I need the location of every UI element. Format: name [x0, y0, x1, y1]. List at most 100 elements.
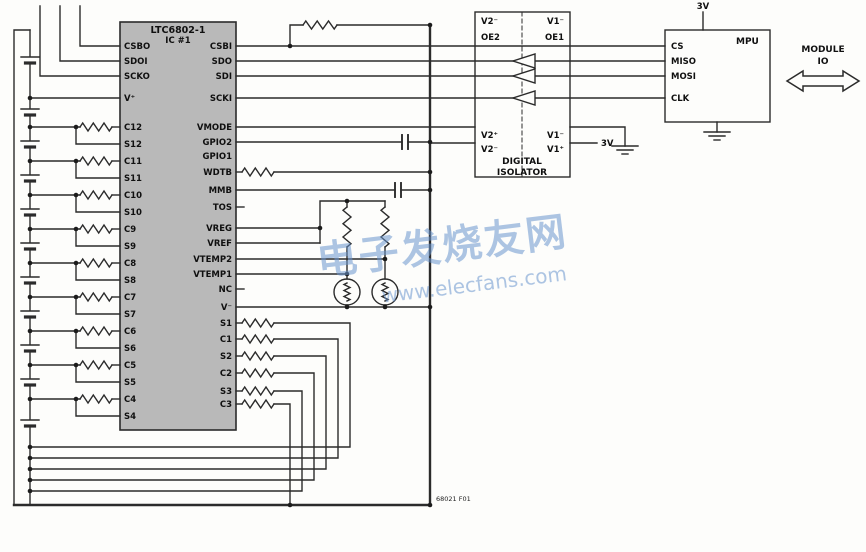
- isolator-pin-v2-minus-top: V2⁻: [481, 17, 498, 27]
- ic-pin-c8: C8: [124, 259, 136, 269]
- ic-pin-c10: C10: [124, 191, 142, 201]
- module-io-arrow-icon: [785, 69, 861, 93]
- ic-subtitle: IC #1: [165, 36, 190, 46]
- isolator-pin-oe2: OE2: [481, 33, 500, 43]
- ic-pin-v: V⁻: [221, 303, 232, 313]
- junction-dot: [344, 271, 350, 277]
- ic-pin-gpio1: GPIO1: [202, 152, 232, 162]
- junction-dot: [27, 158, 33, 164]
- junction-dot: [427, 139, 433, 145]
- module-io-label-line1: MODULE: [801, 45, 844, 55]
- ic-pin-gpio2: GPIO2: [202, 138, 232, 148]
- junction-dot: [317, 225, 323, 231]
- junction-dot: [27, 124, 33, 130]
- junction-dot: [27, 455, 33, 461]
- resistor: [79, 325, 113, 337]
- isolator-pin-v2-minus-bot: V2⁻: [481, 145, 498, 155]
- junction-dot: [73, 260, 79, 266]
- junction-dot: [27, 362, 33, 368]
- ic-pin-s9: S9: [124, 242, 136, 252]
- mpu-pin-mosi: MOSI: [671, 72, 696, 82]
- wire: [289, 24, 304, 47]
- isolator-pin-v1-plus: V1⁺: [547, 145, 564, 155]
- resistor: [79, 257, 113, 269]
- isolator-pin-oe1: OE1: [545, 33, 564, 43]
- junction-dot: [427, 187, 433, 193]
- resistor: [379, 206, 391, 248]
- junction-dot: [73, 124, 79, 130]
- module-io-label-line2: IO: [818, 57, 829, 67]
- resistor: [302, 19, 338, 31]
- ic-pin-c9: C9: [124, 225, 136, 235]
- mpu-title: MPU: [736, 37, 759, 47]
- isolator-title-line2: ISOLATOR: [497, 168, 547, 178]
- ic-pin-sdoi: SDOI: [124, 57, 148, 67]
- resistor: [79, 393, 113, 405]
- ic-pin-mmb: MMB: [209, 186, 232, 196]
- mpu-pin-miso: MISO: [671, 57, 696, 67]
- ic-pin-s5: S5: [124, 378, 136, 388]
- wire: [75, 228, 121, 247]
- ic-pin-scki: SCKI: [210, 94, 232, 104]
- wire: [75, 194, 121, 213]
- wire: [75, 330, 121, 349]
- ic-pin-vreg: VREG: [206, 224, 232, 234]
- isolator-title-line1: DIGITAL: [502, 157, 542, 167]
- ic-pin-c11: C11: [124, 157, 142, 167]
- junction-dot: [73, 396, 79, 402]
- junction-dot: [73, 226, 79, 232]
- wire: [79, 5, 121, 47]
- junction-dot: [344, 198, 350, 204]
- ic-pin-vtemp2: VTEMP2: [193, 255, 232, 265]
- ic-pin-s7: S7: [124, 310, 136, 320]
- ic-pin-c7: C7: [124, 293, 136, 303]
- resistor: [241, 350, 275, 362]
- junction-dot: [427, 169, 433, 175]
- ic-pin-s10: S10: [124, 208, 142, 218]
- ic-pin-c2: C2: [220, 369, 232, 379]
- ic-pin-c5: C5: [124, 361, 136, 371]
- ic-pin-c4: C4: [124, 395, 136, 405]
- resistor: [241, 317, 275, 329]
- resistor: [79, 155, 113, 167]
- junction-dot: [382, 256, 388, 262]
- wire: [319, 200, 386, 244]
- wire: [75, 262, 121, 281]
- figure-label: 68021 F01: [436, 495, 471, 503]
- junction-dot: [73, 158, 79, 164]
- junction-dot: [287, 43, 293, 49]
- ic-pin-s3: S3: [220, 387, 232, 397]
- junction-dot: [73, 362, 79, 368]
- junction-dot: [427, 304, 433, 310]
- junction-dot: [73, 192, 79, 198]
- resistor: [380, 282, 390, 302]
- junction-dot: [27, 466, 33, 472]
- resistor: [79, 359, 113, 371]
- wire: [273, 403, 291, 506]
- resistor: [79, 189, 113, 201]
- resistor: [241, 385, 275, 397]
- ic-pin-s12: S12: [124, 140, 142, 150]
- isolator-pin-v1-minus-top: V1⁻: [547, 17, 564, 27]
- ic-pin-c6: C6: [124, 327, 136, 337]
- junction-dot: [27, 294, 33, 300]
- wire: [29, 355, 327, 470]
- mpu-supply-label: 3V: [697, 2, 710, 12]
- wire: [75, 398, 121, 417]
- resistor: [241, 398, 275, 410]
- ic-pin-c12: C12: [124, 123, 142, 133]
- wire-layer: CSBOSDOISCKOV⁺C12S12C11S11C10S10C9S9C8S8…: [12, 5, 731, 508]
- junction-dot: [427, 502, 433, 508]
- ic-pin-wdtb: WDTB: [203, 168, 232, 178]
- resistor: [342, 282, 352, 302]
- ic-pin-s8: S8: [124, 276, 136, 286]
- wire: [29, 372, 315, 481]
- wire: [59, 5, 121, 62]
- mpu-pin-clk: CLK: [671, 94, 690, 104]
- ic-pin-csbi: CSBI: [210, 42, 232, 52]
- resistor: [79, 291, 113, 303]
- junction-dot: [382, 304, 388, 310]
- ic-pin-nc: NC: [219, 285, 232, 295]
